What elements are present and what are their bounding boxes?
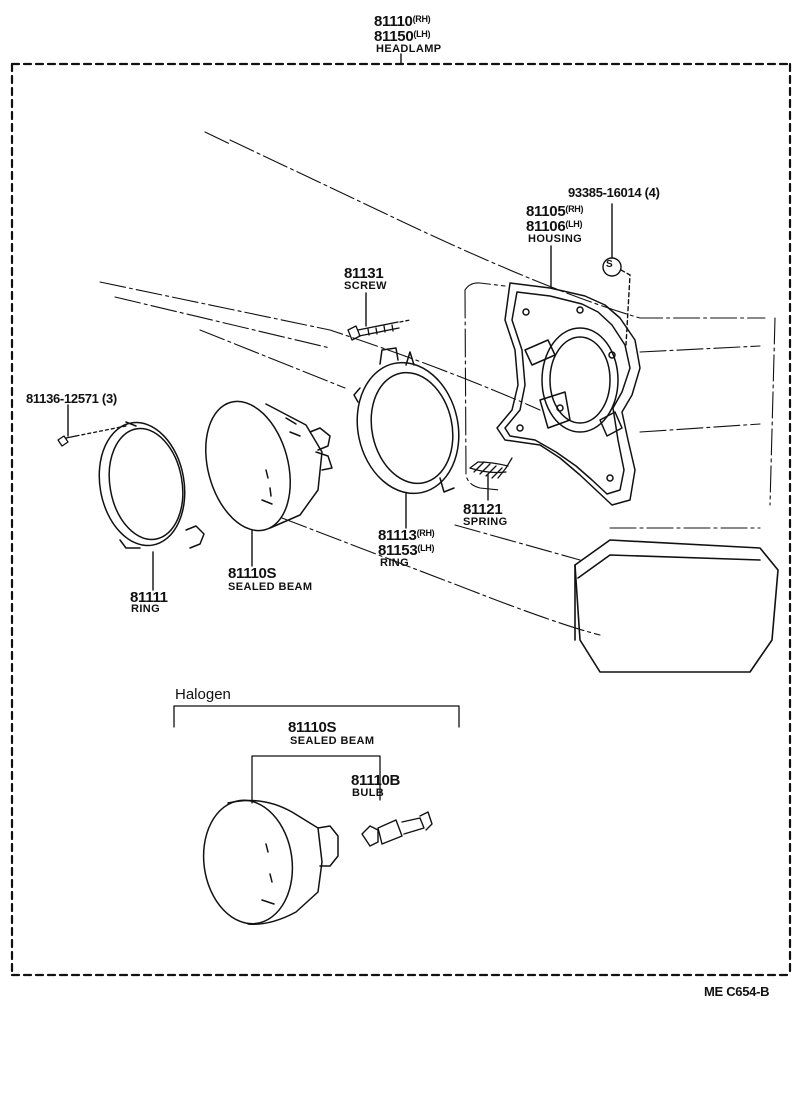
screw-pn: 81131 [344, 265, 384, 282]
halogen-sealed-beam [202, 799, 339, 925]
halogen-beam-name: SEALED BEAM [290, 735, 375, 747]
assembly-frame [10, 62, 792, 977]
housing-screw-pn: 93385-16014 (4) [568, 185, 660, 200]
spring-pn: 81121 [463, 501, 503, 518]
sealed-beam-upper [205, 400, 333, 532]
housing-plate [496, 282, 641, 506]
housing-screw-symbol: S [606, 259, 613, 270]
spring-name: SPRING [463, 516, 508, 528]
ring-front-pn: 81111 [130, 589, 168, 606]
housing-name: HOUSING [528, 233, 583, 245]
ring-front-name: RING [131, 603, 161, 615]
housing-pn-rh: 81105(RH) [526, 203, 584, 220]
retaining-ring-front [98, 421, 205, 549]
housing-screw-symbol-ring [602, 257, 622, 277]
screw-name: SCREW [344, 280, 387, 292]
headlamp-name: HEADLAMP [376, 43, 442, 55]
halogen-bulb [361, 811, 433, 847]
sealed-beam-pn: 81110S [228, 565, 277, 582]
ring-mid-name: RING [380, 557, 410, 569]
ring-mid-pn-lh: 81153(LH) [378, 542, 435, 559]
adjusting-screw [347, 319, 411, 341]
halogen-title: Halogen [175, 686, 231, 703]
halogen-bulb-name: BULB [352, 787, 385, 799]
adjuster-spring [469, 457, 513, 479]
halogen-bracket [173, 705, 460, 728]
panel-outline [464, 282, 506, 491]
vehicle-body-lines [99, 131, 776, 636]
ring-mid-pn-rh: 81113(RH) [378, 527, 435, 544]
housing-screw-dash [620, 269, 631, 346]
sealed-beam-name: SEALED BEAM [228, 581, 313, 593]
bumper-outline [574, 539, 779, 673]
halogen-beam-pn: 81110S [288, 719, 337, 736]
headlamp-pn-rh: 81110(RH) [374, 13, 431, 30]
diagram-code: ME C654-B [704, 984, 770, 999]
mounting-bolt [57, 425, 127, 447]
halogen-bulb-pn: 81110B [351, 772, 401, 789]
bolt-pn: 81136-12571 (3) [26, 391, 117, 406]
housing-pn-lh: 81106(LH) [526, 218, 583, 235]
halogen-beam-leader [251, 755, 381, 804]
headlamp-pn-lh: 81150(LH) [374, 28, 431, 45]
retaining-ring-mid [353, 347, 460, 495]
